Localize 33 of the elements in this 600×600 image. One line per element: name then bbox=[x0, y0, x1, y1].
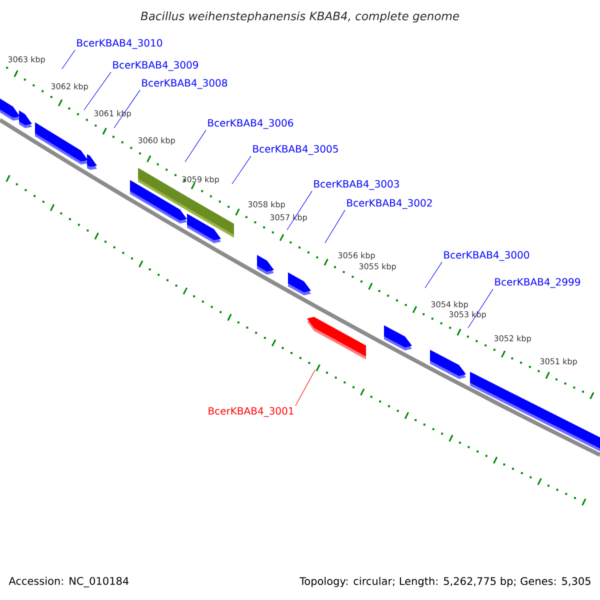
scale-label: 3063 kbp bbox=[8, 56, 45, 64]
leader-line bbox=[232, 156, 252, 184]
scale-label: 3062 kbp bbox=[51, 83, 88, 91]
scale-label: 3054 kbp bbox=[431, 301, 468, 309]
gene-label: BcerKBAB4_3005 bbox=[253, 145, 338, 155]
leader-line bbox=[62, 50, 76, 70]
leader-line bbox=[286, 190, 312, 230]
gene-label: BcerKBAB4_3008 bbox=[142, 79, 228, 89]
gene-label: BcerKBAB4_3006 bbox=[208, 119, 294, 129]
gene-label: BcerKBAB4_3002 bbox=[347, 199, 432, 209]
scale-label: 3060 kbp bbox=[138, 137, 175, 145]
leader-line bbox=[184, 130, 206, 162]
scale-label: 3056 kbp bbox=[338, 252, 375, 260]
gene-label: BcerKBAB4_3009 bbox=[113, 61, 198, 71]
leader-line bbox=[324, 210, 346, 244]
gene-label: BcerKBAB4_2999 bbox=[495, 278, 580, 288]
leader-line bbox=[295, 370, 316, 406]
scale-label: 3055 kbp bbox=[359, 263, 396, 271]
title: Bacillus weihenstephanensis KBAB4, complete genome bbox=[140, 11, 459, 23]
gene-label: BcerKBAB4_3010 bbox=[77, 39, 162, 49]
leader-line bbox=[114, 90, 140, 128]
scale-label: 3052 kbp bbox=[494, 335, 531, 343]
gene-label: BcerKBAB4_3001 bbox=[208, 407, 294, 417]
scale-label: 3058 kbp bbox=[248, 201, 285, 209]
accession-label: Accession: NC_010184 bbox=[8, 576, 129, 588]
gene-label: BcerKBAB4_3000 bbox=[444, 251, 530, 261]
leader-line bbox=[468, 288, 494, 328]
leader-line bbox=[84, 72, 112, 110]
leader-line bbox=[424, 262, 442, 288]
scale-label: 3051 kbp bbox=[540, 358, 577, 366]
genome-info-label: Topology: circular; Length: 5,262,775 bp; Genes: 5,305 bbox=[300, 576, 590, 588]
scale-label: 3059 kbp bbox=[182, 176, 219, 184]
gene-label: BcerKBAB4_3003 bbox=[314, 180, 399, 190]
